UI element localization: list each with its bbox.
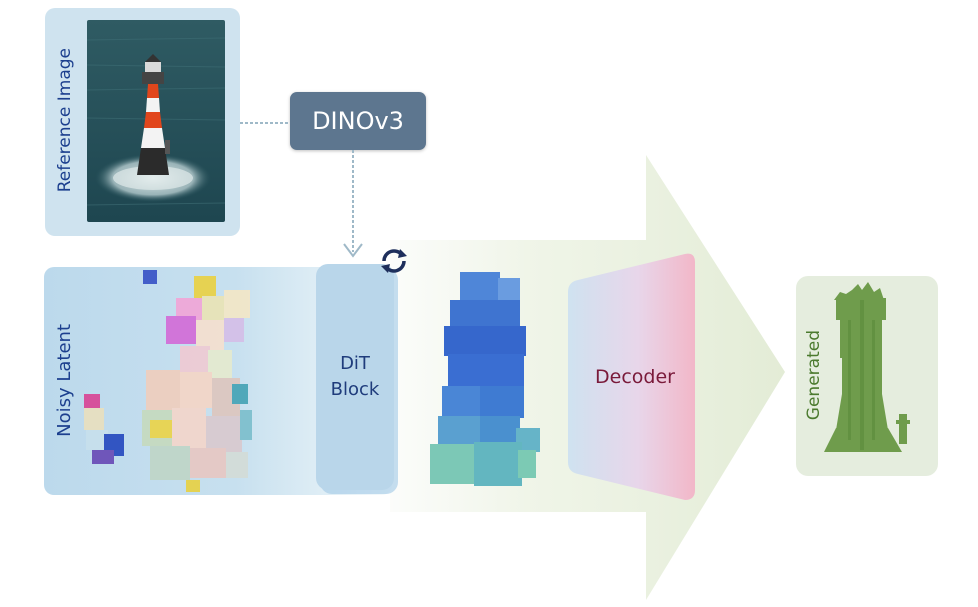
decoder-label: Decoder — [575, 362, 695, 392]
lighthouse-illustration — [87, 20, 225, 222]
dit-label-line1: DiT — [340, 353, 370, 374]
lighthouse-photo — [87, 20, 225, 222]
decoder-text: Decoder — [595, 366, 675, 388]
dit-block: DiT Block — [316, 264, 394, 490]
refresh-cycle-icon — [381, 249, 407, 273]
dino-encoder-box: DINOv3 — [290, 92, 426, 150]
dino-label: DINOv3 — [312, 107, 404, 135]
dit-label-line2: Block — [330, 379, 380, 400]
